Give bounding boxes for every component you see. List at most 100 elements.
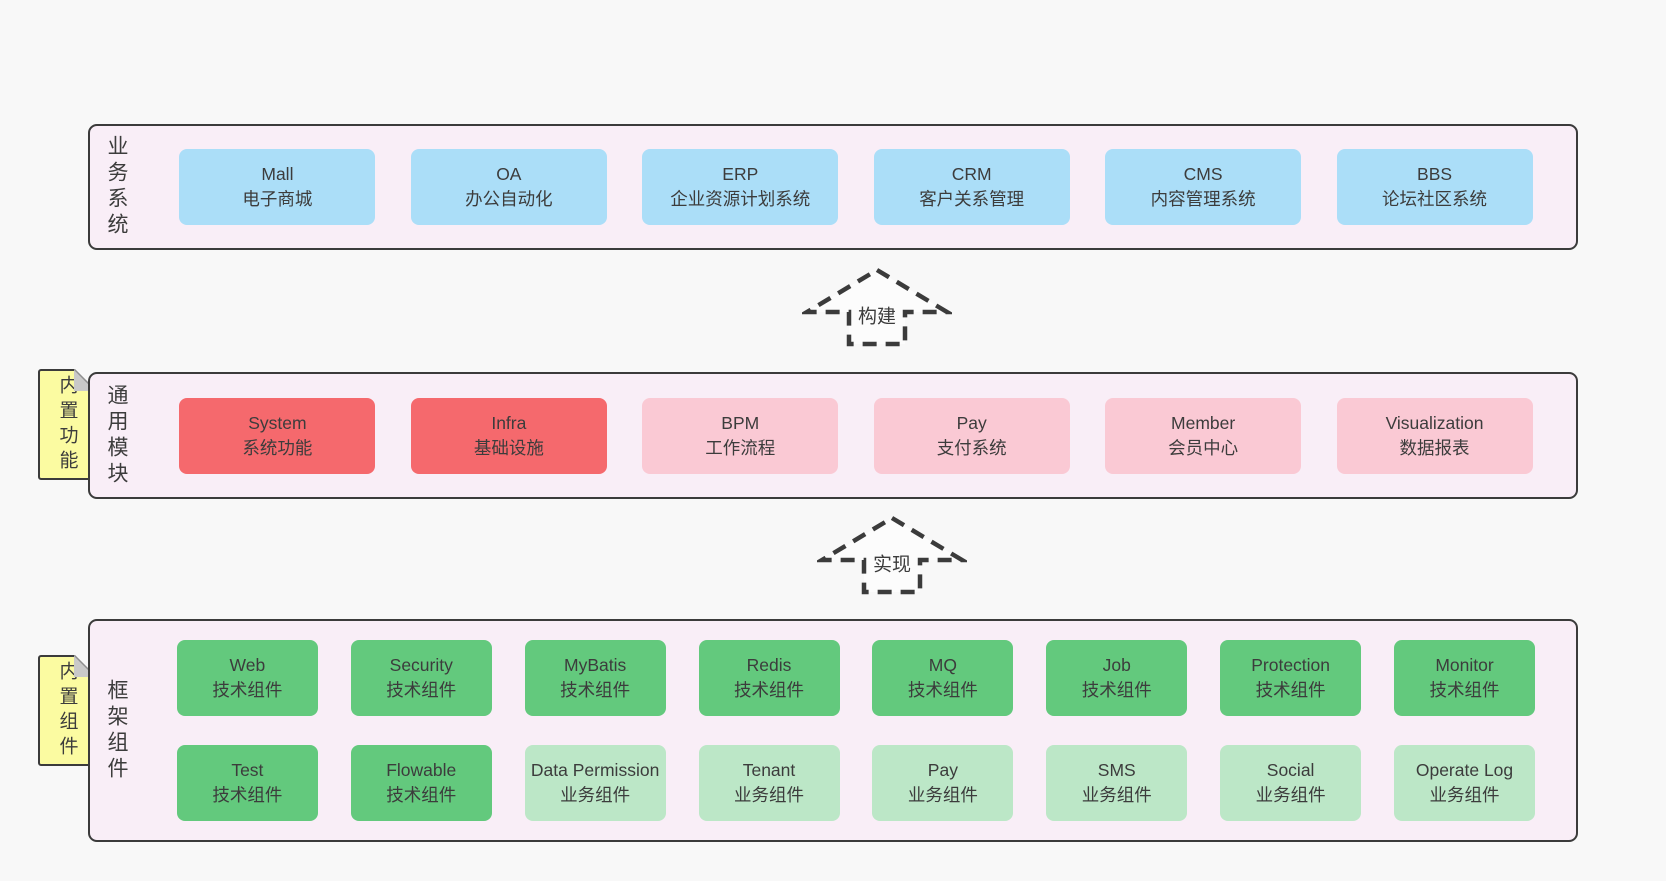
box-title: Data Permission bbox=[530, 760, 660, 781]
box-bpm: BPM 工作流程 bbox=[642, 397, 839, 474]
build-arrow-label: 构建 bbox=[854, 301, 900, 329]
box-subtitle: 会员中心 bbox=[1168, 437, 1239, 458]
note-text: 内置功能 bbox=[56, 374, 78, 475]
box-subtitle: 业务组件 bbox=[1081, 785, 1152, 805]
box-visualization: Visualization 数据报表 bbox=[1336, 397, 1533, 474]
framework-row-2: Test 技术组件 Flowable 技术组件 Data Permission … bbox=[144, 745, 1568, 821]
box-subtitle: 企业资源计划系统 bbox=[670, 189, 811, 209]
box-title: System bbox=[248, 412, 307, 433]
box-cms: CMS 内容管理系统 bbox=[1105, 149, 1302, 225]
box-subtitle: 技术组件 bbox=[907, 680, 978, 700]
implement-arrow-label: 实现 bbox=[869, 549, 915, 577]
box-security: Security 技术组件 bbox=[350, 640, 492, 716]
box-subtitle: 业务组件 bbox=[1429, 785, 1500, 805]
box-title: Infra bbox=[491, 412, 527, 433]
sticky-note-builtin-features: 内置功能 bbox=[38, 369, 96, 480]
box-mall: Mall 电子商城 bbox=[179, 149, 376, 225]
box-subtitle: 论坛社区系统 bbox=[1382, 189, 1488, 209]
box-subtitle: 系统功能 bbox=[242, 437, 313, 458]
box-title: OA bbox=[496, 164, 522, 185]
box-web: Web 技术组件 bbox=[176, 640, 318, 716]
box-subtitle: 电子商城 bbox=[242, 189, 313, 209]
box-title: MQ bbox=[928, 655, 957, 676]
implement-arrow: 实现 bbox=[817, 514, 967, 596]
box-tenant: Tenant 业务组件 bbox=[698, 745, 840, 821]
box-subtitle: 办公自动化 bbox=[465, 189, 553, 209]
box-title: SMS bbox=[1097, 760, 1136, 781]
box-title: Protection bbox=[1251, 655, 1331, 676]
box-title: Pay bbox=[956, 412, 987, 433]
box-redis: Redis 技术组件 bbox=[698, 640, 840, 716]
box-social: Social 业务组件 bbox=[1220, 745, 1362, 821]
box-title: Job bbox=[1102, 655, 1131, 676]
box-title: Member bbox=[1171, 412, 1236, 433]
box-title: Test bbox=[231, 760, 264, 781]
box-subtitle: 业务组件 bbox=[560, 785, 631, 805]
box-pay-module: Pay 支付系统 bbox=[873, 397, 1070, 474]
sticky-note-builtin-components: 内置组件 bbox=[38, 655, 96, 766]
box-subtitle: 业务组件 bbox=[734, 785, 804, 805]
box-subtitle: 业务组件 bbox=[907, 785, 978, 805]
box-title: Redis bbox=[746, 655, 792, 676]
box-subtitle: 技术组件 bbox=[212, 680, 283, 700]
common-modules-panel: 通用模块 System 系统功能 Infra 基础设施 BPM 工作流程 Pay… bbox=[88, 372, 1578, 499]
box-title: Mall bbox=[261, 164, 294, 185]
box-title: Tenant bbox=[742, 760, 796, 781]
box-title: BBS bbox=[1417, 164, 1453, 185]
business-boxes: Mall 电子商城 OA 办公自动化 ERP 企业资源计划系统 CRM 客户关系… bbox=[136, 149, 1576, 225]
box-erp: ERP 企业资源计划系统 bbox=[642, 149, 839, 225]
panel-label-modules: 通用模块 bbox=[105, 383, 128, 488]
box-title: Visualization bbox=[1385, 412, 1484, 433]
framework-row-1: Web 技术组件 Security 技术组件 MyBatis 技术组件 Redi… bbox=[144, 640, 1568, 716]
box-subtitle: 内容管理系统 bbox=[1150, 189, 1256, 209]
box-bbs: BBS 论坛社区系统 bbox=[1336, 149, 1533, 225]
box-protection: Protection 技术组件 bbox=[1220, 640, 1362, 716]
business-systems-panel: 业务系统 Mall 电子商城 OA 办公自动化 ERP 企业资源计划系统 CRM… bbox=[88, 124, 1578, 250]
box-subtitle: 技术组件 bbox=[1255, 680, 1326, 700]
box-test: Test 技术组件 bbox=[176, 745, 318, 821]
box-subtitle: 业务组件 bbox=[1255, 785, 1326, 805]
box-subtitle: 技术组件 bbox=[386, 785, 457, 805]
box-subtitle: 基础设施 bbox=[473, 437, 544, 458]
box-title: Flowable bbox=[386, 760, 457, 781]
box-title: ERP bbox=[722, 164, 759, 185]
box-title: Security bbox=[389, 655, 453, 676]
box-title: BPM bbox=[721, 412, 760, 433]
note-text: 内置组件 bbox=[56, 660, 78, 761]
box-subtitle: 数据报表 bbox=[1399, 437, 1470, 458]
box-subtitle: 技术组件 bbox=[560, 680, 631, 700]
box-title: Social bbox=[1266, 760, 1315, 781]
box-title: CRM bbox=[951, 164, 992, 185]
framework-components-panel: 框架组件 Web 技术组件 Security 技术组件 MyBatis 技术组件… bbox=[88, 619, 1578, 842]
box-flowable: Flowable 技术组件 bbox=[350, 745, 492, 821]
box-data-permission: Data Permission 业务组件 bbox=[524, 745, 666, 821]
framework-rows: Web 技术组件 Security 技术组件 MyBatis 技术组件 Redi… bbox=[136, 640, 1576, 821]
box-sms: SMS 业务组件 bbox=[1046, 745, 1188, 821]
box-crm: CRM 客户关系管理 bbox=[873, 149, 1070, 225]
box-title: MyBatis bbox=[564, 655, 627, 676]
box-monitor: Monitor 技术组件 bbox=[1394, 640, 1535, 716]
box-subtitle: 技术组件 bbox=[1081, 680, 1152, 700]
box-subtitle: 客户关系管理 bbox=[919, 189, 1025, 209]
box-subtitle: 工作流程 bbox=[705, 437, 776, 458]
box-title: Monitor bbox=[1435, 655, 1494, 676]
box-job: Job 技术组件 bbox=[1046, 640, 1188, 716]
box-pay-component: Pay 业务组件 bbox=[872, 745, 1014, 821]
panel-label-business: 业务系统 bbox=[105, 135, 128, 239]
box-operate-log: Operate Log 业务组件 bbox=[1394, 745, 1535, 821]
box-title: Operate Log bbox=[1415, 760, 1514, 781]
box-subtitle: 技术组件 bbox=[386, 680, 457, 700]
box-mq: MQ 技术组件 bbox=[872, 640, 1014, 716]
box-system: System 系统功能 bbox=[179, 397, 376, 474]
box-title: CMS bbox=[1183, 164, 1223, 185]
box-infra: Infra 基础设施 bbox=[410, 397, 607, 474]
box-subtitle: 支付系统 bbox=[936, 437, 1007, 458]
box-subtitle: 技术组件 bbox=[212, 785, 283, 805]
box-subtitle: 技术组件 bbox=[1429, 680, 1500, 700]
panel-label-framework: 框架组件 bbox=[105, 678, 128, 783]
box-subtitle: 技术组件 bbox=[734, 680, 804, 700]
box-oa: OA 办公自动化 bbox=[410, 149, 607, 225]
box-member: Member 会员中心 bbox=[1105, 397, 1302, 474]
module-boxes: System 系统功能 Infra 基础设施 BPM 工作流程 Pay 支付系统… bbox=[136, 397, 1576, 474]
